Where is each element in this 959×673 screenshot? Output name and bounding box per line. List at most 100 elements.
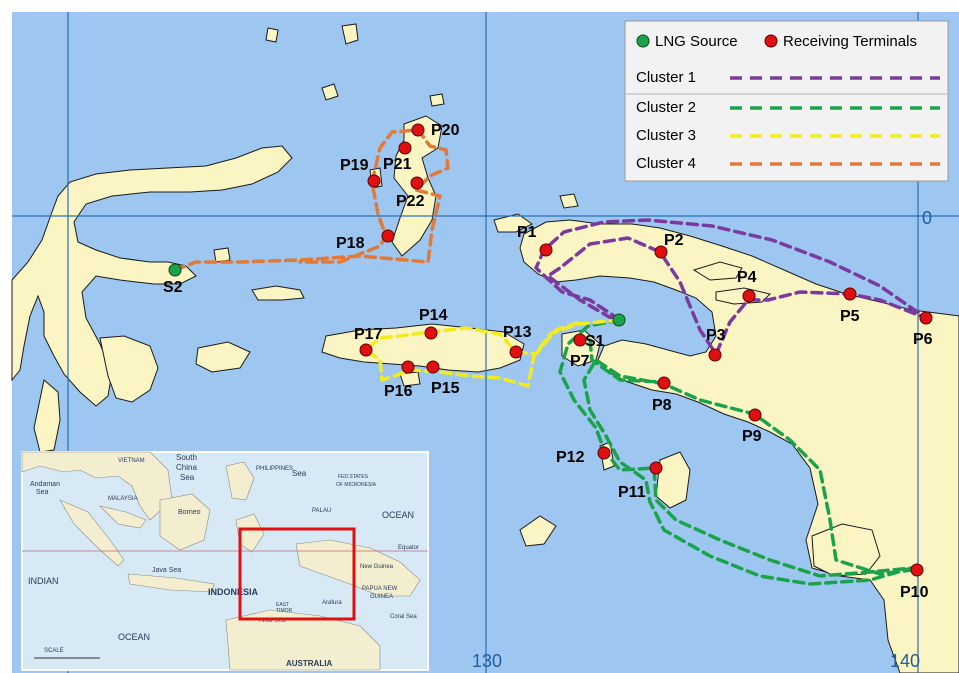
inset-label-equator: Equator (398, 545, 419, 551)
route-cluster-4 (173, 128, 450, 272)
legend: LNG Source Receiving Terminals Cluster 1… (624, 20, 949, 182)
inset-label-sea-3: Sea (36, 489, 49, 496)
legend-cluster-4-label: Cluster 4 (636, 155, 696, 172)
inset-philippines (225, 461, 255, 501)
inset-label-scale: SCALE (44, 648, 64, 654)
terminal-p17-label: P17 (354, 326, 383, 343)
latitude-label-0: 0 (922, 208, 932, 228)
inset-label-china: China (176, 463, 197, 472)
inset-label-borneo: Borneo (178, 509, 201, 516)
north-islet-3 (321, 83, 339, 101)
terminal-p13-label: P13 (503, 324, 532, 341)
legend-cluster-1-label: Cluster 1 (636, 69, 696, 86)
inset-sumatra (59, 499, 125, 567)
seram-island (321, 323, 525, 373)
inset-label-micronesia: OF MICRONESIA (336, 482, 377, 488)
inset-label-indonesia: INDONESIA (208, 587, 259, 597)
terminal-p5-label: P5 (840, 308, 860, 325)
terminal-p20-marker (411, 123, 425, 137)
terminal-p7-label: P7 (570, 353, 590, 370)
inset-java (127, 573, 215, 593)
node-labels: S1 S2 P1 P2 P3 P4 P5 P6 P7 P8 P9 P10 P11… (163, 122, 933, 601)
longitude-label-140: 140 (890, 651, 920, 671)
inset-label-andaman: Andaman (30, 481, 60, 488)
terminal-p2-label: P2 (664, 232, 684, 249)
terminal-p13-marker (509, 345, 523, 359)
inset-label-timor: TIMOR (276, 608, 292, 614)
terminal-p21-marker (398, 141, 412, 155)
legend-terminal-label: Receiving Terminals (783, 33, 917, 50)
misool-island (493, 213, 533, 233)
terminal-p4-label: P4 (737, 269, 757, 286)
inset-label-indian: INDIAN (28, 576, 59, 586)
land-layer (11, 23, 959, 673)
inset-australia (225, 609, 381, 671)
north-islet-1 (341, 23, 359, 45)
terminal-p8-label: P8 (652, 397, 672, 414)
terminal-p3-marker (708, 348, 722, 362)
terminal-p22-label: P22 (396, 193, 425, 210)
inset-mainland-asia (21, 451, 173, 521)
east-islet-1 (559, 193, 579, 209)
terminal-p6-marker (919, 311, 933, 325)
terminal-p10-label: P10 (900, 584, 929, 601)
terminal-p7-marker (573, 333, 587, 347)
inset-label-south: South (176, 453, 197, 462)
inset-label-east: EAST (276, 602, 289, 608)
inset-label-palau: PALAU (312, 508, 331, 514)
terminal-p12-marker (597, 446, 611, 460)
terminal-p15-marker (426, 360, 440, 374)
route-cluster-3 (364, 318, 622, 388)
legend-cluster-3-label: Cluster 3 (636, 127, 696, 144)
inset-label-java-sea: Java Sea (152, 567, 181, 574)
legend-source-marker (636, 34, 650, 48)
terminal-p20-label: P20 (431, 122, 460, 139)
sulawesi-southwest-arm (33, 379, 61, 453)
yapen-island (692, 261, 743, 281)
terminal-p1-marker (539, 243, 553, 257)
legend-source-label: LNG Source (655, 33, 738, 50)
inset-label-australia: AUSTRALIA (286, 659, 332, 668)
legend-cluster-2-label: Cluster 2 (636, 99, 696, 116)
inset-map: VIETNAM South China Sea PHILIPPINES Sea … (21, 451, 429, 671)
inset-label-malaysia: MALAYSIA (108, 496, 138, 502)
terminal-p15-label: P15 (431, 380, 460, 397)
inset-label-new-guinea: New Guinea (360, 564, 394, 570)
inset-label-coral-sea: Coral Sea (390, 614, 417, 620)
terminal-p4-marker (742, 289, 756, 303)
longitude-label-130: 130 (472, 651, 502, 671)
terminal-p10-marker (910, 563, 924, 577)
source-s1-marker (612, 313, 626, 327)
tanimbar-islands (519, 515, 557, 547)
frederik-hendrik-island (811, 523, 881, 577)
terminal-p9-label: P9 (742, 428, 762, 445)
inset-label-papua-new: PAPUA NEW (362, 586, 398, 592)
terminal-p11-marker (649, 461, 663, 475)
west-islet (213, 247, 231, 263)
terminal-p18-label: P18 (336, 235, 365, 252)
sulawesi-southeast-arm (99, 335, 159, 403)
inset-label-sea-2: Sea (292, 469, 307, 478)
legend-box (624, 20, 949, 182)
ambon-island (399, 371, 421, 387)
inset-label-guinea: GUINEA (370, 594, 393, 600)
inset-malay-peninsula (99, 505, 147, 529)
inset-label-timor-sea: Timor Sea (258, 618, 286, 624)
banggai-island (251, 285, 305, 301)
inset-label-vietnam: VIETNAM (118, 458, 145, 464)
terminal-p21-label: P21 (383, 156, 412, 173)
terminal-p18-marker (381, 229, 395, 243)
terminal-p22-marker (410, 176, 424, 190)
terminal-p14-marker (424, 326, 438, 340)
terminal-p16-label: P16 (384, 383, 413, 400)
terminal-p1-label: P1 (517, 224, 537, 241)
inset-new-guinea (295, 539, 421, 597)
east-islet-2 (429, 93, 445, 107)
terminal-p11-label: P11 (618, 484, 646, 501)
terminal-p19-label: P19 (340, 157, 369, 174)
terminal-p2-marker (654, 245, 668, 259)
inset-region-highlight-box (238, 527, 356, 621)
source-s2-label: S2 (163, 279, 183, 296)
